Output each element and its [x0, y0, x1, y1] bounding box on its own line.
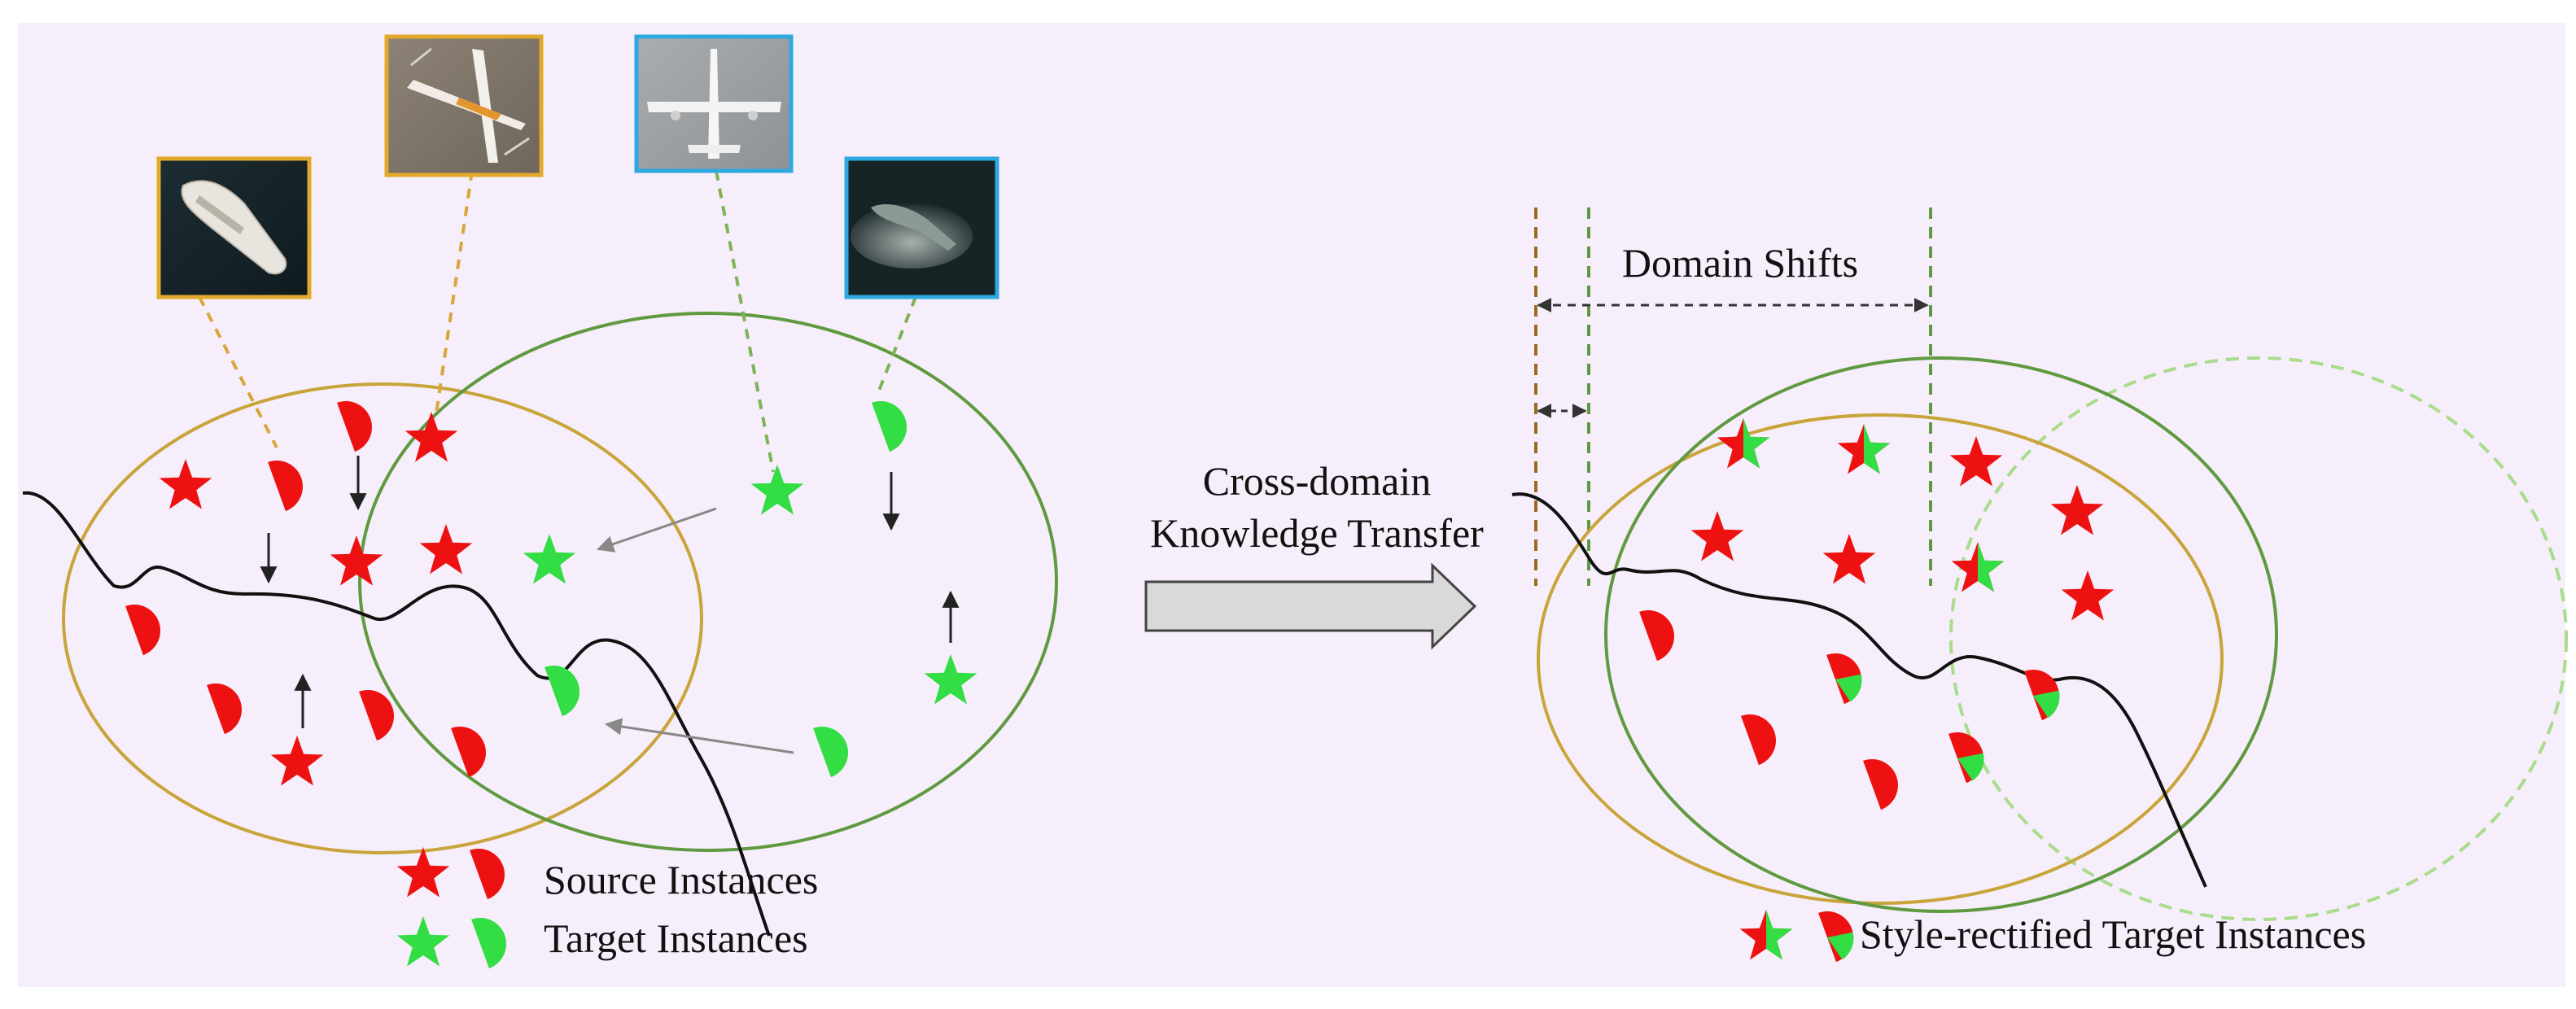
alignment-arrow-star: [597, 507, 717, 553]
alignment-arrow-half: [604, 718, 794, 754]
rectified-half-instance: [2024, 670, 2060, 721]
source-star-instance: [159, 459, 212, 509]
target-half-instance: [545, 666, 579, 717]
source-half-instance: [268, 461, 303, 512]
domain-shifts-label: Domain Shifts: [1622, 240, 1858, 286]
transfer-label-line2: Knowledge Transfer: [1150, 510, 1484, 556]
rectified-star-instance: [1717, 418, 1770, 469]
source-half-instance: [337, 401, 372, 452]
source-star-instance: [1690, 511, 1744, 561]
legend-source-label: Source Instances: [544, 857, 818, 902]
source-star-instance: [2050, 485, 2104, 535]
rectified-half-instance: [1826, 653, 1862, 705]
source-star-instance: [419, 524, 473, 574]
source-star-instance: [1949, 436, 2003, 487]
source-half-instance: [1639, 610, 1674, 662]
legend-rectified-label: Style-rectified Target Instances: [1860, 911, 2366, 957]
right-panel-instances: [1639, 418, 2115, 810]
legend-target-star-icon: [396, 916, 450, 967]
source-star-instance: [2061, 570, 2115, 621]
target-domain-ellipse: [358, 312, 1058, 852]
leader-line-target-airplane: [715, 170, 775, 473]
source-star-instance: [1822, 534, 1876, 584]
left-panel-instances: [125, 401, 977, 786]
target-half-instance: [872, 401, 907, 452]
rectified-target-domain-ellipse: [1604, 356, 2278, 913]
legend-source-half-icon: [470, 849, 505, 900]
source-half-instance: [451, 727, 486, 778]
source-half-instance: [1863, 759, 1898, 810]
rectified-half-instance: [1948, 732, 1984, 784]
target-half-instance: [813, 727, 848, 778]
legend-rectified-star-icon: [1739, 910, 1793, 960]
target-airplane-thumbnail: [634, 34, 794, 173]
leader-line-source-airplane: [434, 170, 474, 420]
legend-target-half-icon: [471, 918, 506, 969]
target-star-instance: [750, 465, 804, 515]
legend-symbols: [396, 847, 1854, 969]
source-half-instance: [207, 684, 242, 735]
source-half-instance: [359, 690, 394, 741]
source-ship-thumbnail: [156, 156, 312, 299]
source-star-instance: [405, 412, 458, 462]
transfer-label-line1: Cross-domain: [1203, 458, 1432, 504]
decision-boundary-curve-left: [22, 491, 771, 937]
source-domain-ellipse-right: [1537, 413, 2224, 905]
legend-target-label: Target Instances: [544, 915, 808, 961]
target-star-instance: [924, 654, 977, 705]
source-domain-ellipse: [62, 382, 703, 854]
source-half-instance: [1741, 714, 1776, 766]
rectified-star-instance: [1951, 542, 2005, 592]
background-panel: [18, 23, 2565, 987]
rectified-star-instance: [1837, 424, 1891, 474]
legend-source-star-icon: [396, 847, 450, 898]
source-half-instance: [125, 605, 160, 656]
source-airplane-thumbnail: [384, 34, 544, 177]
target-ship-thumbnail: [844, 156, 999, 299]
legend-rectified-half-icon: [1818, 911, 1854, 963]
source-star-instance: [330, 535, 383, 586]
source-star-instance: [270, 736, 324, 786]
decision-boundary-curve-right: [1511, 492, 2207, 888]
target-star-instance: [523, 534, 576, 584]
knowledge-transfer-arrow: [1144, 562, 1477, 650]
shifted-target-domain-ellipse: [1949, 356, 2568, 921]
